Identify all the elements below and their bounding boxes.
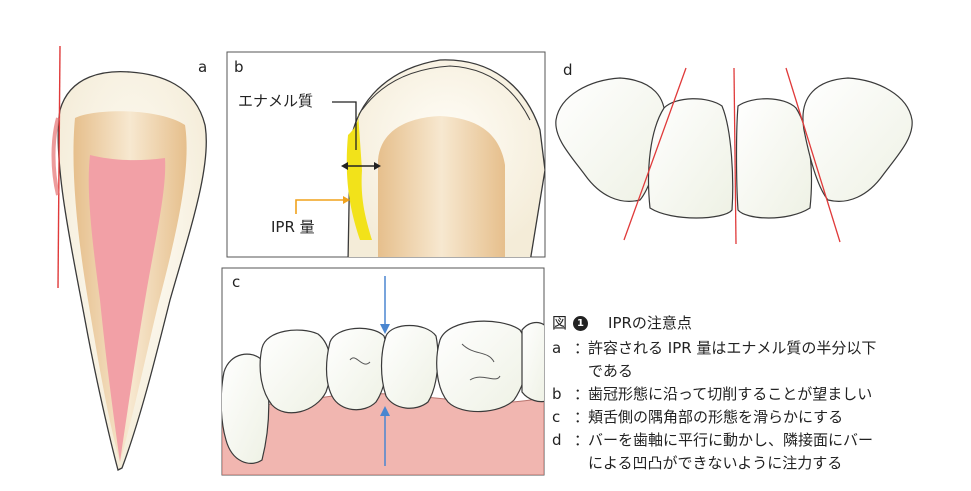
panel-c-label: c <box>232 273 240 291</box>
caption-item-b: b： 歯冠形態に沿って切削することが望ましい <box>552 383 964 406</box>
caption-key: c <box>552 408 561 426</box>
caption-text: バーを歯軸に平行に動かし、隣接面にバー <box>588 431 874 449</box>
caption-text: 頬舌側の隅角部の形態を滑らかにする <box>588 408 844 426</box>
caption-fig-prefix: 図 <box>552 314 568 332</box>
tooth-b-dentin <box>378 116 505 257</box>
ipr-amount-label: IPR 量 <box>271 218 315 236</box>
caption-item-d: d： バーを歯軸に平行に動かし、隣接面にバー <box>552 429 964 452</box>
enamel-thickness-arrow <box>341 162 381 170</box>
tooth-a-pulp <box>88 155 166 462</box>
tooth-a-axis-line <box>57 45 61 289</box>
tooth-c-6 <box>521 321 544 403</box>
caption-text: 歯冠形態に沿って切削することが望ましい <box>588 385 873 403</box>
caption-item-c: c： 頬舌側の隅角部の形態を滑らかにする <box>552 406 964 429</box>
tooth-c-3 <box>325 327 388 411</box>
caption-title: IPRの注意点 <box>608 314 692 332</box>
axis-arrow-top <box>380 276 390 334</box>
tooth-a-contact-shade <box>51 117 60 196</box>
panel-d-label: d <box>563 61 573 79</box>
bur-line-2 <box>733 67 737 245</box>
tooth-b-enamel-inner-line <box>361 65 531 121</box>
ipr-leader-line <box>295 199 344 214</box>
tooth-c-5 <box>436 320 528 413</box>
ipr-leader-arrowhead <box>343 196 350 204</box>
tooth-c-1 <box>222 353 270 464</box>
caption-key: b <box>552 385 562 403</box>
tooth-d-3 <box>735 98 813 219</box>
tooth-c-4 <box>380 325 439 409</box>
panel-c: c <box>221 267 545 476</box>
enamel-leader-line <box>332 101 357 150</box>
caption-item-a: a： 許容される IPR 量はエナメル質の半分以下 <box>552 337 964 360</box>
tooth-b-ipr-region <box>346 112 372 240</box>
tooth-c-2 <box>259 329 332 414</box>
axis-arrow-bottom <box>380 406 390 466</box>
panel-b-label: b <box>234 58 244 76</box>
caption-key: a <box>552 339 562 357</box>
enamel-label: エナメル質 <box>238 92 313 110</box>
caption-text: 許容される IPR 量はエナメル質の半分以下 <box>588 339 877 357</box>
bur-line-3 <box>785 67 841 243</box>
tooth-d-2 <box>647 98 734 219</box>
caption-fig-number: 1 <box>573 316 589 331</box>
panel-b: b エナメル質 IPR 量 <box>226 51 546 258</box>
tooth-d-4 <box>802 77 913 202</box>
caption-cont: による凹凸ができないように注力する <box>588 454 843 472</box>
panel-d: d <box>555 61 913 245</box>
bur-line-1 <box>623 67 687 241</box>
panel-a-label: a <box>198 58 207 76</box>
caption-cont: である <box>588 362 633 380</box>
caption-key: d <box>552 431 562 449</box>
panel-a-tooth: a <box>51 45 207 471</box>
